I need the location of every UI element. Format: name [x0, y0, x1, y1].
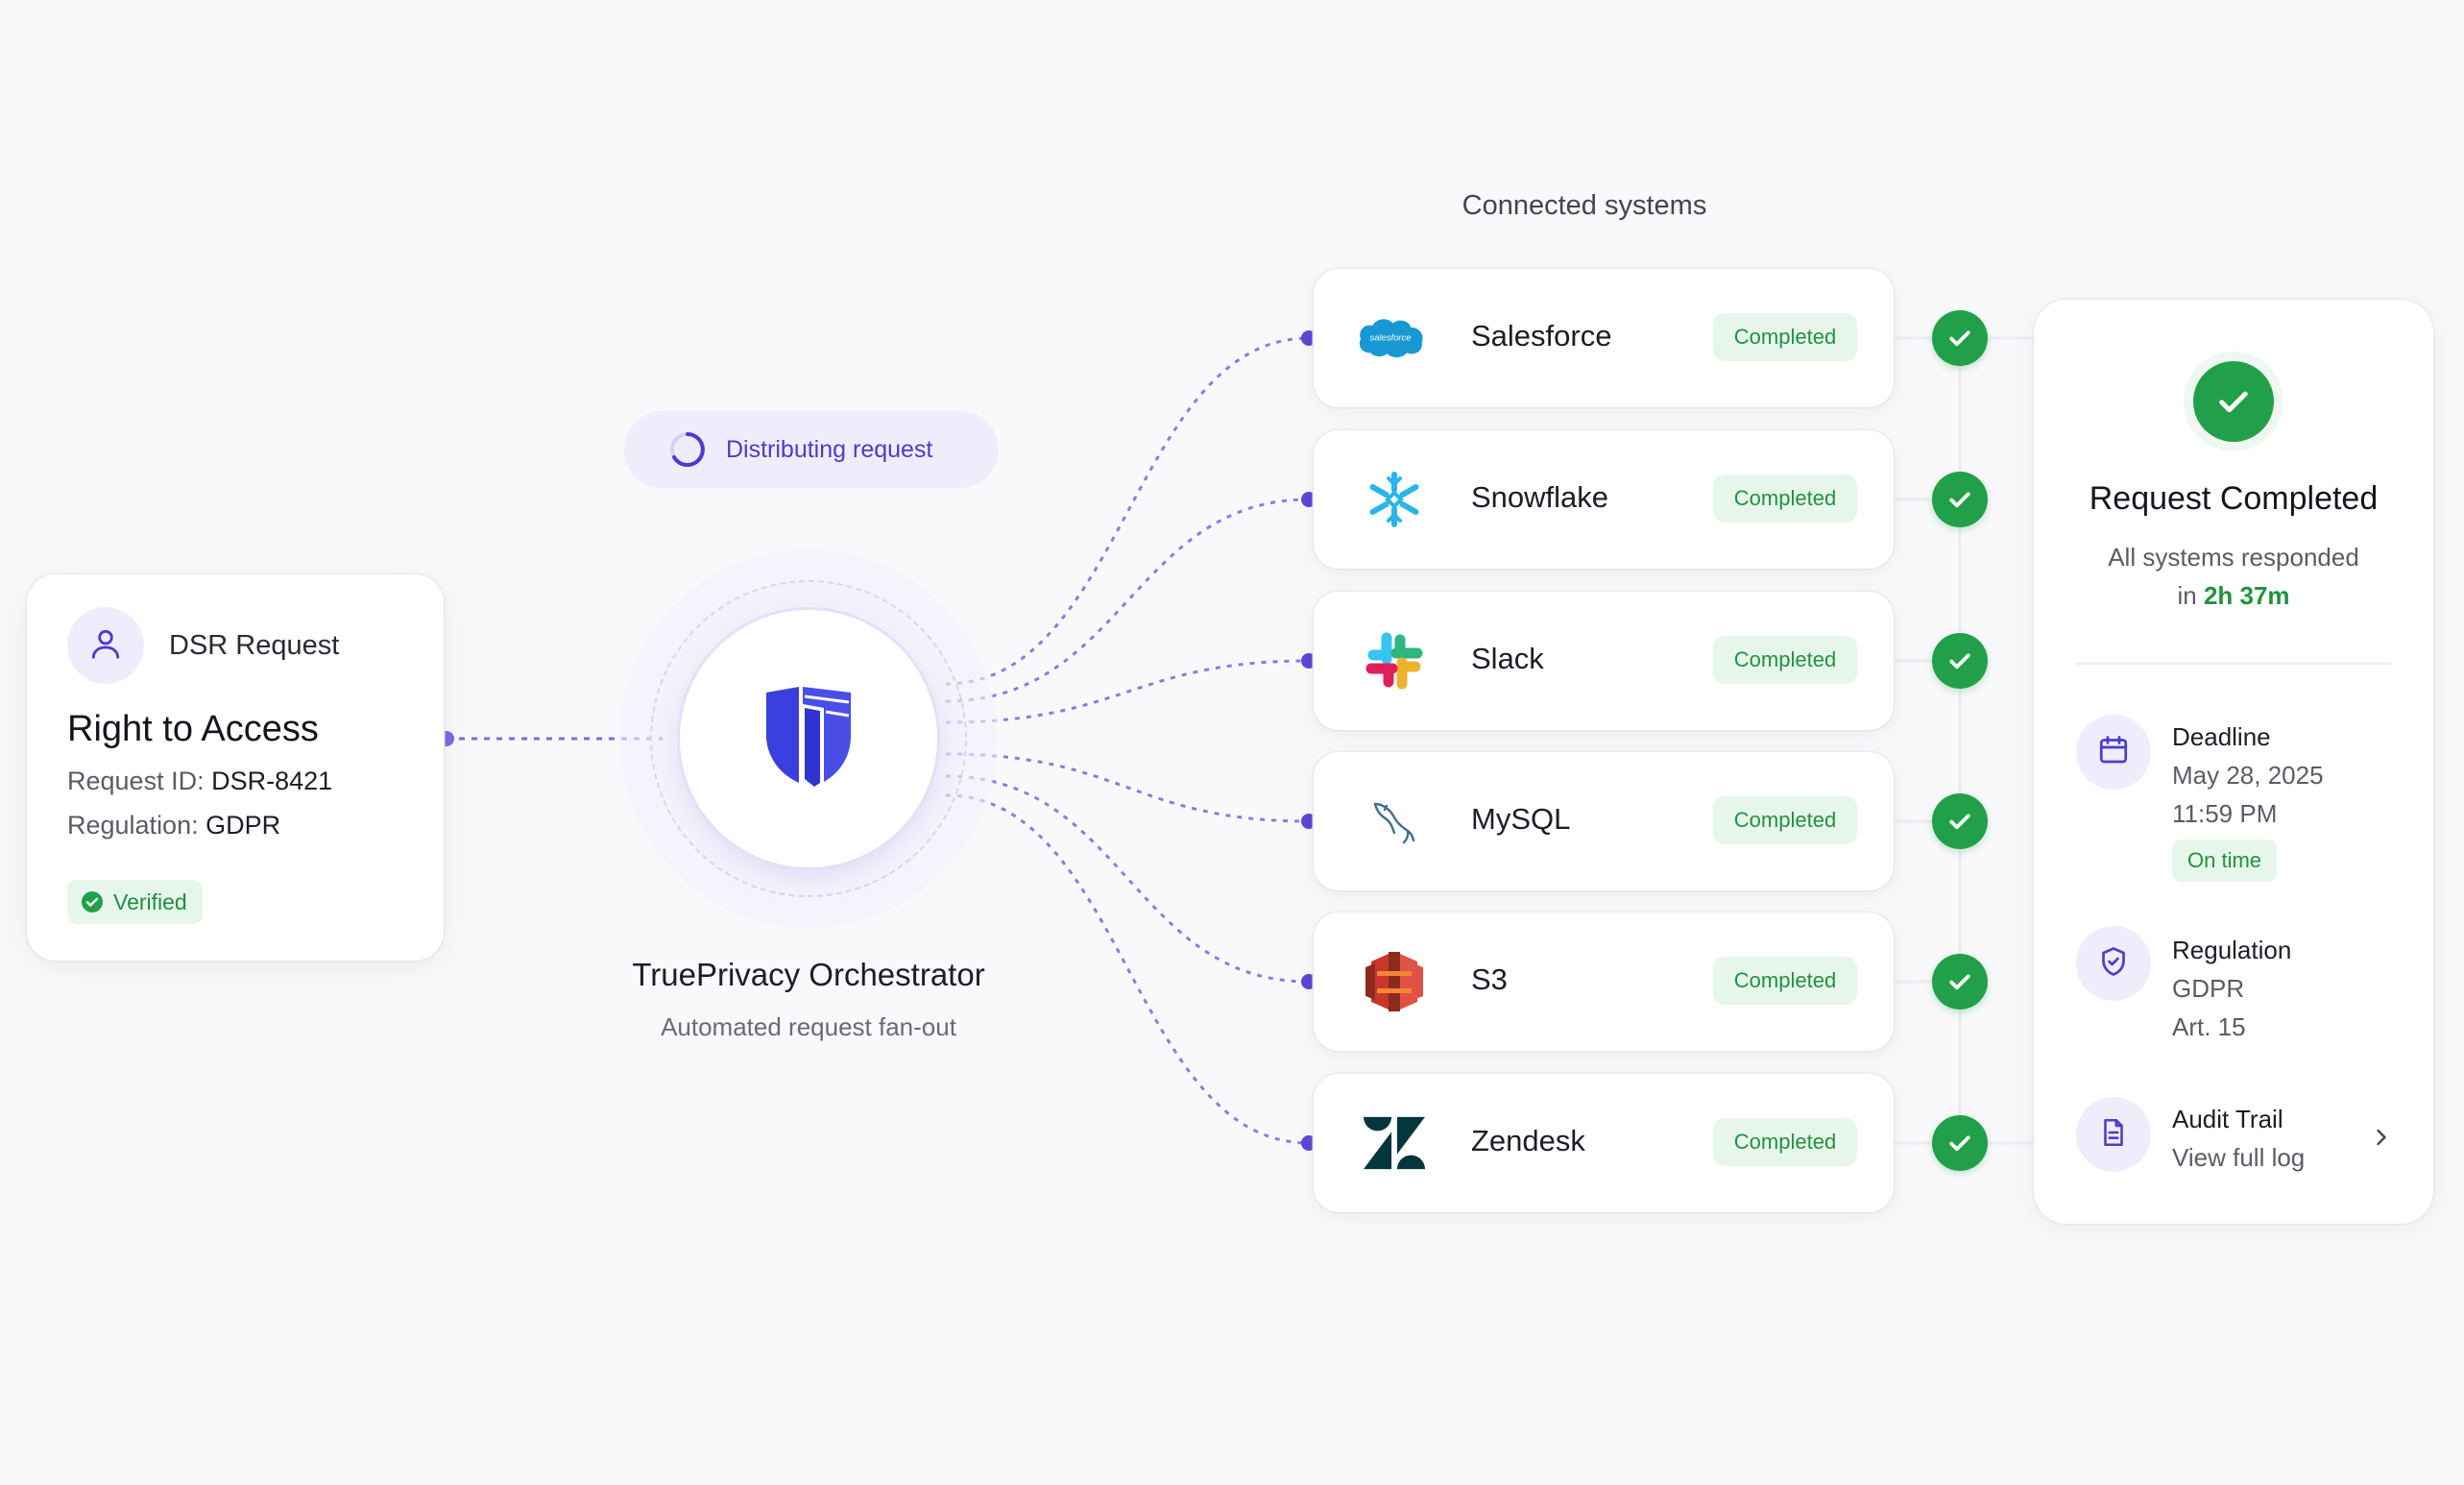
- system-card-zendesk[interactable]: Zendesk Completed: [1314, 1074, 1894, 1212]
- system-name: Slack: [1471, 642, 1544, 675]
- system-card-s3[interactable]: S3 Completed: [1314, 913, 1894, 1051]
- status-badge: Completed: [1713, 796, 1857, 844]
- mysql-dolphin-logo-icon: [1364, 791, 1425, 852]
- regulation-icon-wrap: [2076, 926, 2151, 1001]
- success-check-icon: [1932, 472, 1988, 527]
- system-card-salesforce[interactable]: salesforce Salesforce Completed: [1314, 269, 1894, 407]
- snowflake-logo-icon: [1364, 469, 1425, 530]
- trueprivacy-shield-logo: [761, 683, 857, 795]
- salesforce-logo-icon: salesforce: [1359, 307, 1425, 369]
- regulation-summary-value: GDPR: [2172, 974, 2245, 1003]
- document-icon: [2097, 1116, 2130, 1154]
- request-summary-panel: Request Completed All systems responded …: [2034, 300, 2433, 1224]
- shield-icon: [2096, 944, 2131, 984]
- verified-badge: Verified: [67, 880, 203, 924]
- duration-value: 2h 37m: [2203, 581, 2290, 610]
- system-card-mysql[interactable]: MySQL Completed: [1314, 752, 1894, 890]
- calendar-icon: [2096, 733, 2131, 772]
- connector-slack: [945, 659, 1310, 724]
- dsr-request-card[interactable]: DSR Request Right to Access Request ID: …: [27, 574, 444, 961]
- request-id-label: Request ID:: [67, 767, 205, 795]
- deadline-date: May 28, 2025: [2172, 761, 2324, 790]
- on-time-badge: On time: [2172, 840, 2278, 882]
- system-name: MySQL: [1471, 802, 1571, 836]
- regulation-label: Regulation:: [67, 811, 199, 840]
- regulation-value: GDPR: [205, 811, 281, 840]
- success-check-icon: [1932, 1115, 1988, 1171]
- loading-spinner-icon: [668, 430, 707, 469]
- system-name: Snowflake: [1471, 480, 1609, 514]
- summary-subtitle: All systems responded in 2h 37m: [2034, 538, 2433, 615]
- request-completed-check-icon: [2193, 361, 2274, 442]
- user-avatar: [67, 607, 144, 684]
- summary-subtitle-line: All systems responded: [2108, 543, 2359, 572]
- connector-salesforce: [945, 336, 1310, 686]
- request-id-value: DSR-8421: [211, 767, 333, 795]
- deadline-icon-wrap: [2076, 715, 2151, 790]
- success-check-icon: [1932, 310, 1988, 366]
- system-card-snowflake[interactable]: Snowflake Completed: [1314, 430, 1894, 569]
- status-badge: Completed: [1713, 1118, 1857, 1166]
- request-id-row: Request ID: DSR-8421: [67, 767, 332, 796]
- distributing-label: Distributing request: [726, 435, 933, 463]
- dsr-card-header: DSR Request: [67, 607, 339, 684]
- deadline-time: 11:59 PM: [2172, 799, 2278, 828]
- connected-systems-heading: Connected systems: [1461, 190, 1707, 221]
- orchestrator-orbit: [650, 580, 967, 897]
- regulation-row: Regulation: GDPR: [67, 811, 280, 840]
- status-badge: Completed: [1713, 636, 1857, 684]
- audit-icon-wrap: [2076, 1097, 2151, 1172]
- dsr-type-label: DSR Request: [169, 629, 340, 661]
- verified-check-icon: [81, 890, 104, 913]
- connector-mysql: [945, 752, 1310, 823]
- chevron-right-icon[interactable]: [2368, 1124, 2395, 1151]
- verified-label: Verified: [113, 889, 187, 914]
- zendesk-logo-icon: [1364, 1112, 1425, 1174]
- status-badge: Completed: [1713, 475, 1857, 523]
- summary-title: Request Completed: [2089, 480, 2379, 517]
- system-name: S3: [1471, 962, 1508, 996]
- regulation-article: Art. 15: [2172, 1012, 2246, 1041]
- connector-snowflake: [945, 498, 1310, 703]
- deadline-label: Deadline: [2172, 722, 2271, 751]
- duration-prefix: in: [2177, 581, 2197, 610]
- view-full-log-link[interactable]: View full log: [2172, 1143, 2306, 1172]
- aws-s3-logo-icon: [1364, 951, 1425, 1012]
- connector-s3: [945, 774, 1310, 984]
- success-check-icon: [1932, 954, 1988, 1010]
- success-check-icon: [1932, 633, 1988, 689]
- salesforce-wordmark: salesforce: [1370, 332, 1412, 343]
- distributing-status-pill: Distributing request: [624, 411, 999, 488]
- audit-trail-label: Audit Trail: [2172, 1105, 2283, 1133]
- success-check-icon: [1932, 793, 1988, 849]
- system-card-slack[interactable]: Slack Completed: [1314, 592, 1894, 730]
- user-icon: [87, 625, 124, 667]
- status-badge: Completed: [1713, 957, 1857, 1005]
- slack-logo-icon: [1364, 630, 1425, 692]
- summary-duration-line: in 2h 37m: [2034, 576, 2433, 615]
- summary-divider: [2076, 663, 2391, 665]
- status-badge: Completed: [1713, 313, 1857, 361]
- regulation-summary-label: Regulation: [2172, 936, 2292, 964]
- orchestrator-subtitle: Automated request fan-out: [661, 1012, 956, 1041]
- system-name: Salesforce: [1471, 319, 1612, 353]
- orchestrator-title: TruePrivacy Orchestrator: [632, 957, 985, 992]
- dsr-title: Right to Access: [67, 709, 319, 749]
- system-name: Zendesk: [1471, 1124, 1585, 1157]
- orchestrator-node[interactable]: [680, 610, 937, 867]
